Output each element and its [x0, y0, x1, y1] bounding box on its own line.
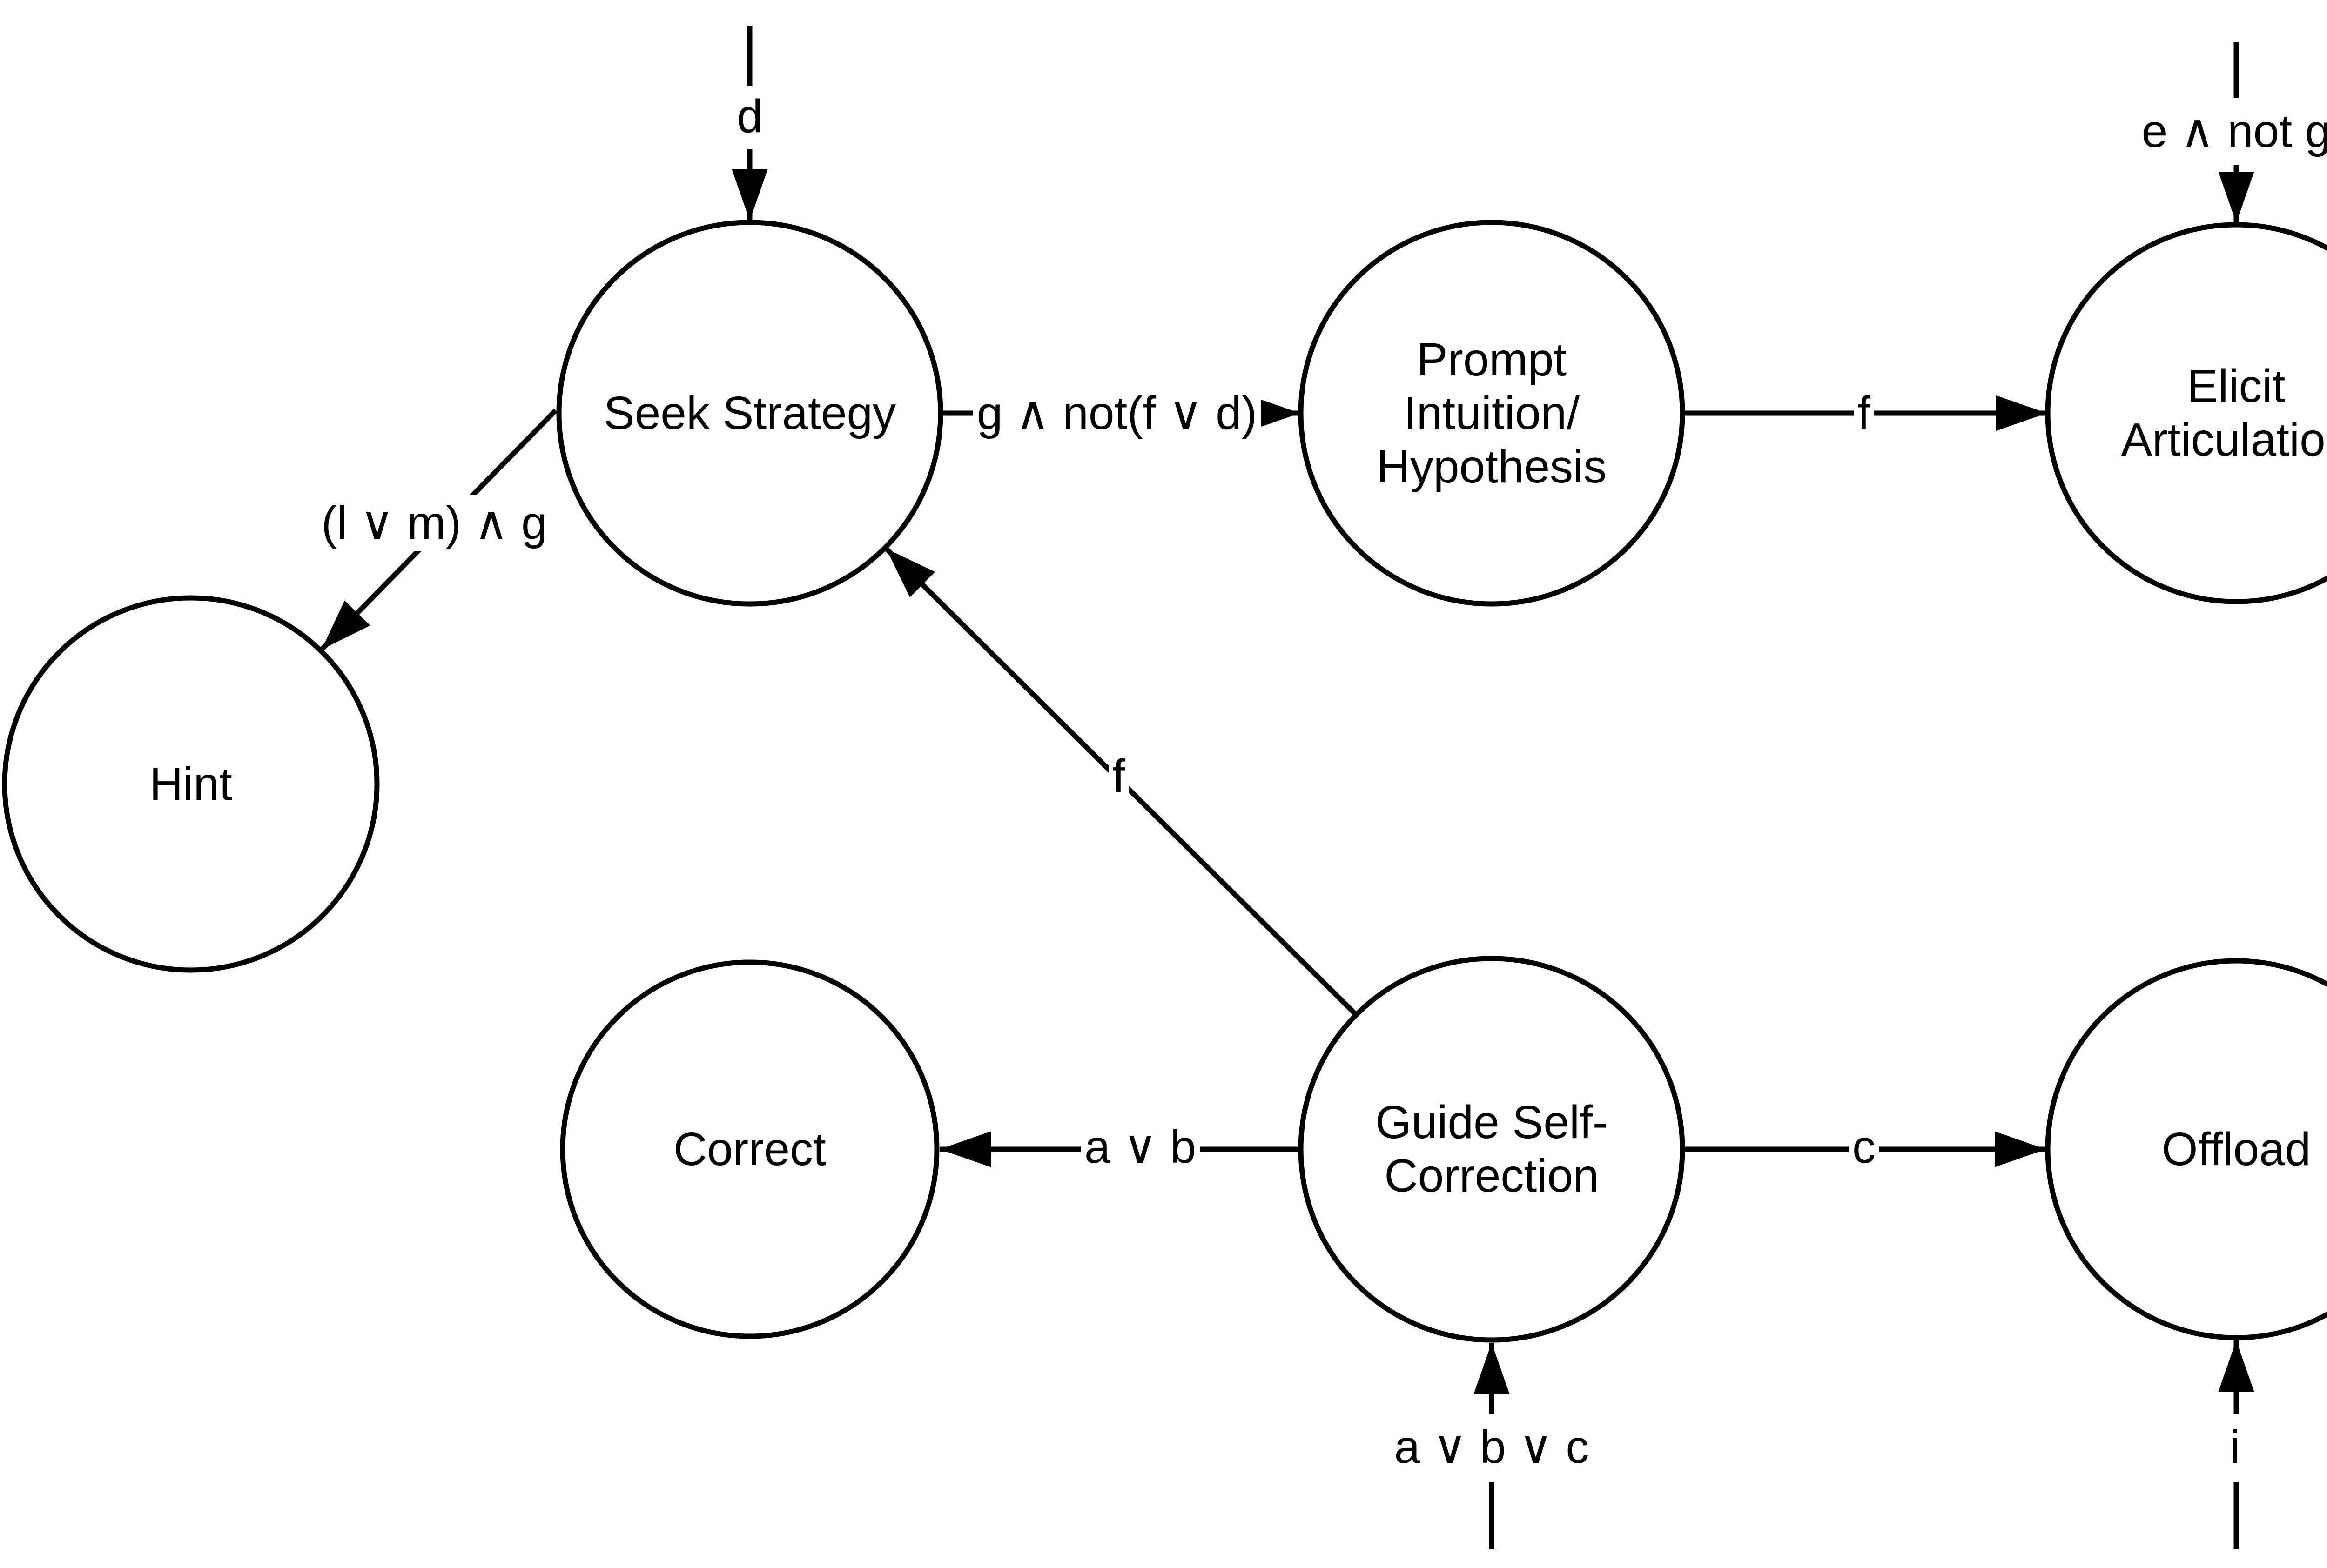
- node-seek-strategy-circle: [556, 220, 943, 607]
- node-offload: Offload: [2045, 958, 2327, 1340]
- edge-label-backing: [1109, 748, 1130, 804]
- node-guide-self-correction: Guide Self- Correction: [1298, 956, 1685, 1343]
- edge-label-c: c: [1852, 1121, 1876, 1173]
- node-elicit-articulation: Elicit Articulation: [2045, 222, 2327, 604]
- edge-label-backing: [1854, 385, 1875, 441]
- edge-label-backing: [733, 88, 767, 144]
- node-guide-self-correction-label-line1: Guide Self-: [1375, 1096, 1608, 1148]
- edge-label-lm-and-g: (l ∨ m) ∧ g: [321, 497, 547, 549]
- edge-label-a-or-b: a ∨ b: [1084, 1121, 1196, 1173]
- node-offload-label: Offload: [2162, 1123, 2311, 1175]
- node-hint: Hint: [2, 595, 380, 973]
- node-prompt-intuition-label-line3: Hypothesis: [1377, 441, 1607, 493]
- edge-label-backing: [317, 495, 551, 551]
- edge-label-backing: [1849, 1119, 1879, 1175]
- node-guide-self-correction-label-line2: Correction: [1384, 1150, 1599, 1202]
- edge-label-i: i: [2230, 1421, 2240, 1473]
- edge-labels-layer: d (l ∨ m) ∧ g g ∧ not(f ∨ d) f e ∧ not g…: [317, 88, 2327, 1475]
- edge-label-backing: [2138, 103, 2327, 159]
- edge-label-backing: [973, 385, 1261, 441]
- node-elicit-articulation-label-line2: Articulation: [2121, 414, 2327, 466]
- edge-label-g-and-not-f-or-d: g ∧ not(f ∨ d): [977, 387, 1257, 439]
- node-hint-circle: [2, 595, 380, 973]
- node-correct: Correct: [560, 959, 940, 1339]
- edge-label-a-or-b-or-c: a ∨ b ∨ c: [1394, 1421, 1589, 1473]
- edge-label-backing: [1390, 1419, 1593, 1475]
- node-hint-label: Hint: [149, 758, 232, 810]
- edge-label-f-top: f: [1857, 387, 1870, 439]
- nodes-layer: Seek Strategy Hint Prompt Intuition/ Hyp…: [2, 220, 2327, 1343]
- node-prompt-intuition-circle: [1298, 220, 1685, 607]
- node-correct-label: Correct: [673, 1123, 826, 1175]
- edge-label-backing: [1081, 1119, 1200, 1175]
- node-offload-circle: [2045, 958, 2327, 1340]
- node-seek-strategy: Seek Strategy: [556, 220, 943, 607]
- node-elicit-articulation-circle: [2045, 222, 2327, 604]
- node-guide-self-correction-circle: [1298, 956, 1685, 1343]
- node-elicit-articulation-label-line1: Elicit: [2187, 360, 2285, 412]
- edges-layer: [320, 26, 2254, 1549]
- node-prompt-intuition: Prompt Intuition/ Hypothesis: [1298, 220, 1685, 607]
- edge-label-e-and-not-g: e ∧ not g: [2142, 105, 2327, 157]
- edge-label-d: d: [737, 90, 763, 142]
- edge-label-f-diagonal: f: [1112, 750, 1125, 802]
- edge-label-backing: [2226, 1419, 2244, 1475]
- node-correct-circle: [560, 959, 940, 1339]
- node-prompt-intuition-label-line1: Prompt: [1417, 334, 1567, 386]
- node-prompt-intuition-label-line2: Intuition/: [1404, 387, 1580, 439]
- node-seek-strategy-label: Seek Strategy: [604, 387, 896, 439]
